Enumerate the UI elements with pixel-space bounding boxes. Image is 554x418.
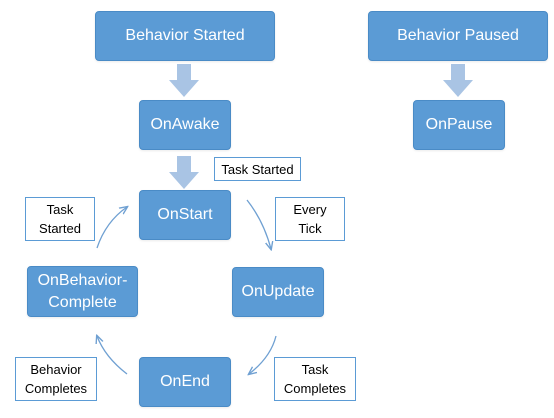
on-end-node: OnEnd xyxy=(139,357,231,407)
every-tick-note: Every Tick xyxy=(275,197,345,241)
every-tick-line2: Tick xyxy=(298,221,322,236)
task-completes-note: Task Completes xyxy=(274,357,356,401)
on-awake-node: OnAwake xyxy=(139,100,231,150)
behavior-paused-label: Behavior Paused xyxy=(397,27,519,44)
task-started-left-line2: Started xyxy=(39,221,81,236)
on-behavior-complete-label-line1: OnBehavior- xyxy=(37,271,128,289)
task-completes-line2: Completes xyxy=(283,381,347,396)
on-update-node: OnUpdate xyxy=(232,267,324,317)
behavior-started-label: Behavior Started xyxy=(125,27,245,44)
behavior-completes-line1: Behavior xyxy=(30,362,82,377)
block-arrow-awake-to-start xyxy=(169,156,199,189)
on-start-node: OnStart xyxy=(139,190,231,240)
block-arrow-started-to-awake xyxy=(169,64,199,97)
behavior-paused-node: Behavior Paused xyxy=(368,11,548,61)
connector-end-to-behaviorcomplete xyxy=(97,336,128,375)
on-awake-label: OnAwake xyxy=(150,116,220,133)
on-behavior-complete-node: OnBehavior- Complete xyxy=(27,266,138,317)
behavior-started-node: Behavior Started xyxy=(95,11,275,61)
connector-update-to-end xyxy=(249,335,277,374)
task-started-left-line1: Task xyxy=(46,202,74,217)
task-completes-line1: Task xyxy=(301,362,329,377)
block-arrow-paused-to-pause xyxy=(443,64,473,97)
on-update-label: OnUpdate xyxy=(241,283,315,300)
task-started-top-note: Task Started xyxy=(214,157,301,181)
on-pause-node: OnPause xyxy=(413,100,505,150)
connector-start-to-update xyxy=(246,199,271,249)
every-tick-line1: Every xyxy=(293,202,327,217)
behavior-completes-note: Behavior Completes xyxy=(15,357,97,401)
on-start-label: OnStart xyxy=(157,206,213,223)
on-end-label: OnEnd xyxy=(160,373,210,390)
on-pause-label: OnPause xyxy=(425,116,493,133)
task-started-left-note: Task Started xyxy=(25,197,95,241)
on-behavior-complete-label-line2: Complete xyxy=(48,293,117,311)
task-started-top-label: Task Started xyxy=(221,161,294,177)
connector-behaviorcomplete-to-start xyxy=(96,207,127,249)
behavior-completes-line2: Completes xyxy=(24,381,88,396)
